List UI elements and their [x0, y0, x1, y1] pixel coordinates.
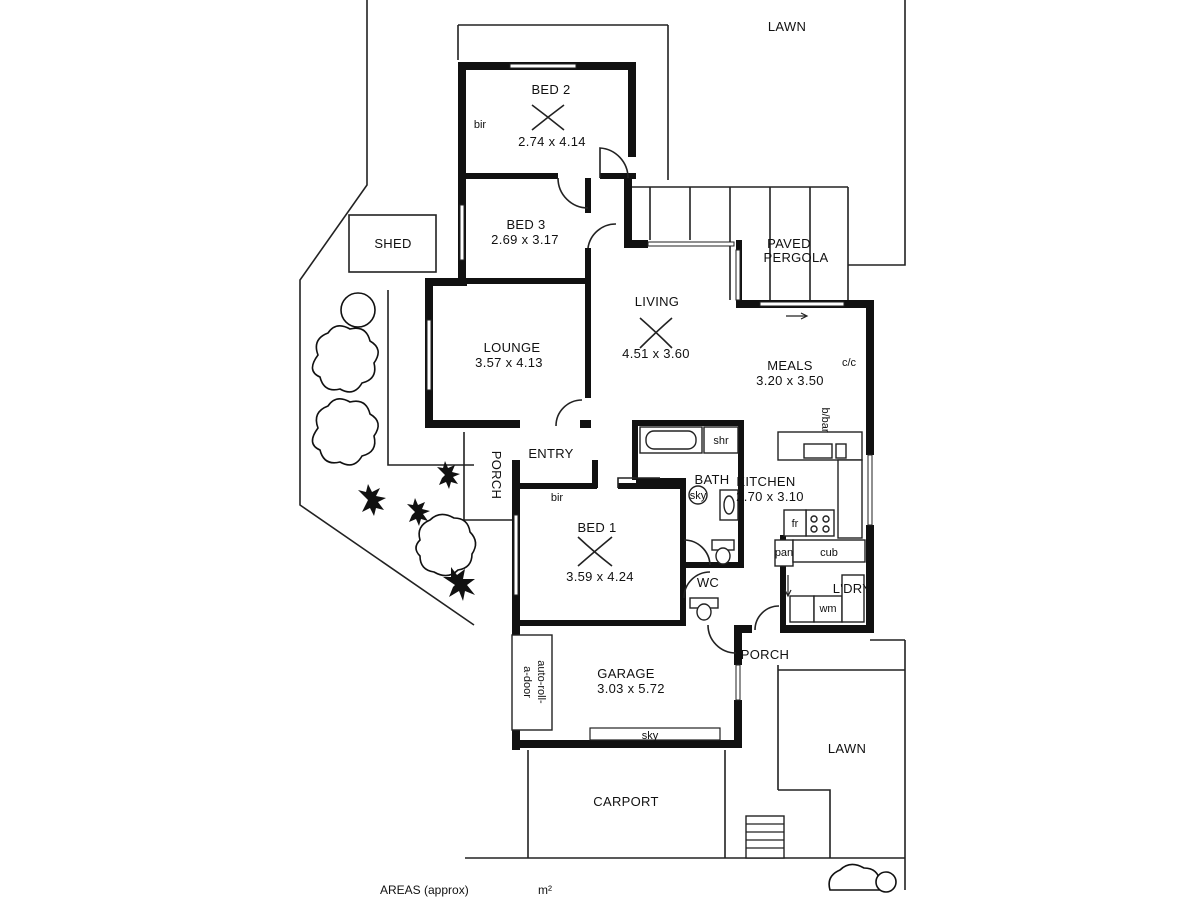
- shed-label: SHED: [374, 236, 411, 251]
- lawn-bottom-label: LAWN: [828, 741, 866, 756]
- pantry-label: pan: [775, 547, 793, 559]
- room-labels: LAWN BED 2 2.74 x 4.14 bir BED 3 2.69 x …: [374, 19, 871, 897]
- paved-label: PAVED: [767, 236, 811, 251]
- lounge-label: LOUNGE: [484, 340, 541, 355]
- bed1-bir: bir: [551, 492, 564, 504]
- bed3-label: BED 3: [506, 217, 545, 232]
- carport-label: CARPORT: [593, 794, 658, 809]
- bed1-label: BED 1: [577, 520, 616, 535]
- entry-label: ENTRY: [528, 446, 573, 461]
- bed2-label: BED 2: [531, 82, 570, 97]
- bed3-size: 2.69 x 3.17: [491, 232, 559, 247]
- meals-label: MEALS: [767, 358, 813, 373]
- cupboard-label: cub: [820, 547, 838, 559]
- kitchen-label: KITCHEN: [736, 474, 795, 489]
- bbar-label: b/bar: [819, 407, 831, 432]
- cc-label: c/c: [842, 357, 857, 369]
- living-label: LIVING: [635, 294, 679, 309]
- shr-label: shr: [713, 435, 729, 447]
- pergola-label: PERGOLA: [764, 250, 829, 265]
- washing-machine-label: wm: [818, 603, 836, 615]
- meals-size: 3.20 x 3.50: [756, 373, 824, 388]
- porch-rear-label: PORCH: [741, 647, 789, 662]
- walls: [425, 62, 874, 750]
- site-boundaries: [299, 0, 906, 890]
- fridge-label: fr: [792, 518, 799, 530]
- bath-sky-label: sky: [690, 490, 707, 502]
- lounge-size: 3.57 x 4.13: [475, 355, 543, 370]
- door-swings: [555, 147, 780, 654]
- bed2-size: 2.74 x 4.14: [518, 134, 586, 149]
- windows: [426, 63, 873, 741]
- garage-size: 3.03 x 5.72: [597, 681, 665, 696]
- garage-sky-label: sky: [642, 730, 659, 742]
- kitchen-size: 2.70 x 3.10: [736, 489, 804, 504]
- bath-label: BATH: [695, 472, 730, 487]
- bed2-bir: bir: [474, 119, 487, 131]
- fixtures: [511, 312, 866, 859]
- auto-door-label: a-door: [521, 666, 533, 698]
- living-size: 4.51 x 3.60: [622, 346, 690, 361]
- ceiling-fans: [531, 104, 673, 567]
- laundry-label: L'DRY: [833, 581, 871, 596]
- areas-label: AREAS (approx): [380, 883, 469, 897]
- garage-label: GARAGE: [597, 666, 654, 681]
- area-unit-label: m²: [538, 883, 552, 897]
- lawn-top-label: LAWN: [768, 19, 806, 34]
- wc-label: WC: [697, 575, 719, 590]
- landscaping: [311, 292, 897, 893]
- porch-side-label: PORCH: [489, 451, 504, 499]
- bed1-size: 3.59 x 4.24: [566, 569, 634, 584]
- auto-roll-label: auto-roll-: [535, 660, 547, 704]
- shed-outline: [348, 214, 437, 273]
